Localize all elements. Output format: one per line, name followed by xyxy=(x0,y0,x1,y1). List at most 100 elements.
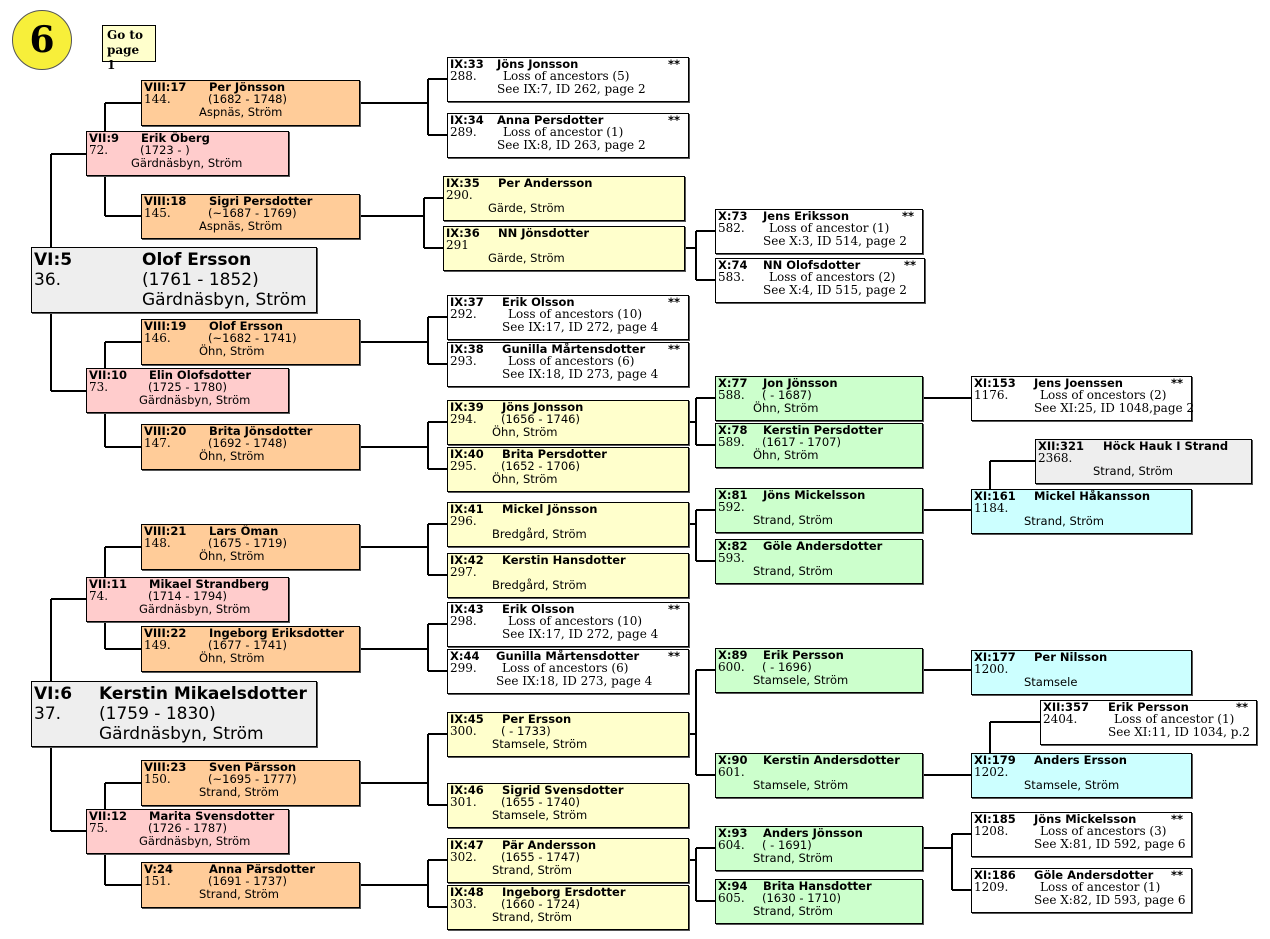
place-text: Öhn, Ström xyxy=(753,448,819,462)
person-name: Sven Pärsson xyxy=(209,760,297,774)
life-dates: (1677 - 1741) xyxy=(208,638,287,652)
life-dates: (1656 - 1746) xyxy=(501,412,580,426)
place-text: Strand, Ström xyxy=(492,863,573,877)
place-text: Stamsele, Ström xyxy=(492,808,588,822)
ancestor-number: 144. xyxy=(144,92,171,106)
person-name: Olof Ersson xyxy=(142,250,252,270)
person-name: Göle Andersdotter xyxy=(1034,868,1154,882)
generation-id: VI:6 xyxy=(34,684,73,704)
note-text: Loss of ancestors (6) xyxy=(508,354,635,368)
person-name: Lars Öman xyxy=(209,524,279,538)
ancestor-number: 588. xyxy=(718,388,745,402)
ancestor-number: 600. xyxy=(718,660,745,674)
life-dates: (1617 - 1707) xyxy=(762,435,841,449)
note-text: Loss of ancestors (10) xyxy=(508,307,643,321)
ancestor-number: 289. xyxy=(450,125,477,139)
life-dates: (1655 - 1740) xyxy=(501,795,580,809)
life-dates: ( - 1733) xyxy=(501,724,551,738)
note-text: Loss of oncestors (2) xyxy=(1040,388,1167,402)
person-name: Erik Öberg xyxy=(141,131,210,145)
place-text: Aspnäs, Ström xyxy=(199,105,283,119)
person-name: Kerstin Persdotter xyxy=(763,423,883,437)
see-reference: See IX:18, ID 273, page 4 xyxy=(496,674,653,688)
life-dates: (1682 - 1748) xyxy=(208,92,287,106)
place-text: Öhn, Ström xyxy=(199,449,265,463)
place-text: Strand, Ström xyxy=(753,904,834,918)
ancestor-number: 589. xyxy=(718,435,745,449)
life-dates: (1726 - 1787) xyxy=(148,821,227,835)
person-name: Per Jönsson xyxy=(209,80,286,94)
person-name: Pär Andersson xyxy=(502,838,597,852)
ancestor-number: 292. xyxy=(450,307,477,321)
place-text: Stamsele xyxy=(1024,675,1078,689)
place-text: Gärdnäsbyn, Ström xyxy=(142,290,307,310)
ancestor-number: 295. xyxy=(450,459,477,473)
place-text: Stamsele, Ström xyxy=(1024,778,1120,792)
generation-id: X:82 xyxy=(718,539,748,553)
ancestor-number: 300. xyxy=(450,724,477,738)
person-name: Mickel Håkansson xyxy=(1034,489,1151,503)
loss-of-ancestor-marker: ** xyxy=(667,295,680,309)
generation-id: XI:186 xyxy=(974,868,1016,882)
goto-page-1-button[interactable]: Go to page 1 xyxy=(102,25,156,72)
place-text: Strand, Ström xyxy=(199,785,280,799)
loss-of-ancestor-marker: ** xyxy=(1170,376,1183,390)
person-name: Brita Jönsdotter xyxy=(209,424,313,438)
life-dates: (~1682 - 1741) xyxy=(208,331,297,345)
person-name: Kerstin Mikaelsdotter xyxy=(99,684,307,704)
place-text: Öhn, Ström xyxy=(199,549,265,563)
generation-id: VIII:23 xyxy=(144,760,187,774)
see-reference: See X:3, ID 514, page 2 xyxy=(763,234,907,248)
see-reference: See X:82, ID 593, page 6 xyxy=(1034,893,1186,907)
generation-id: IX:48 xyxy=(450,885,484,899)
